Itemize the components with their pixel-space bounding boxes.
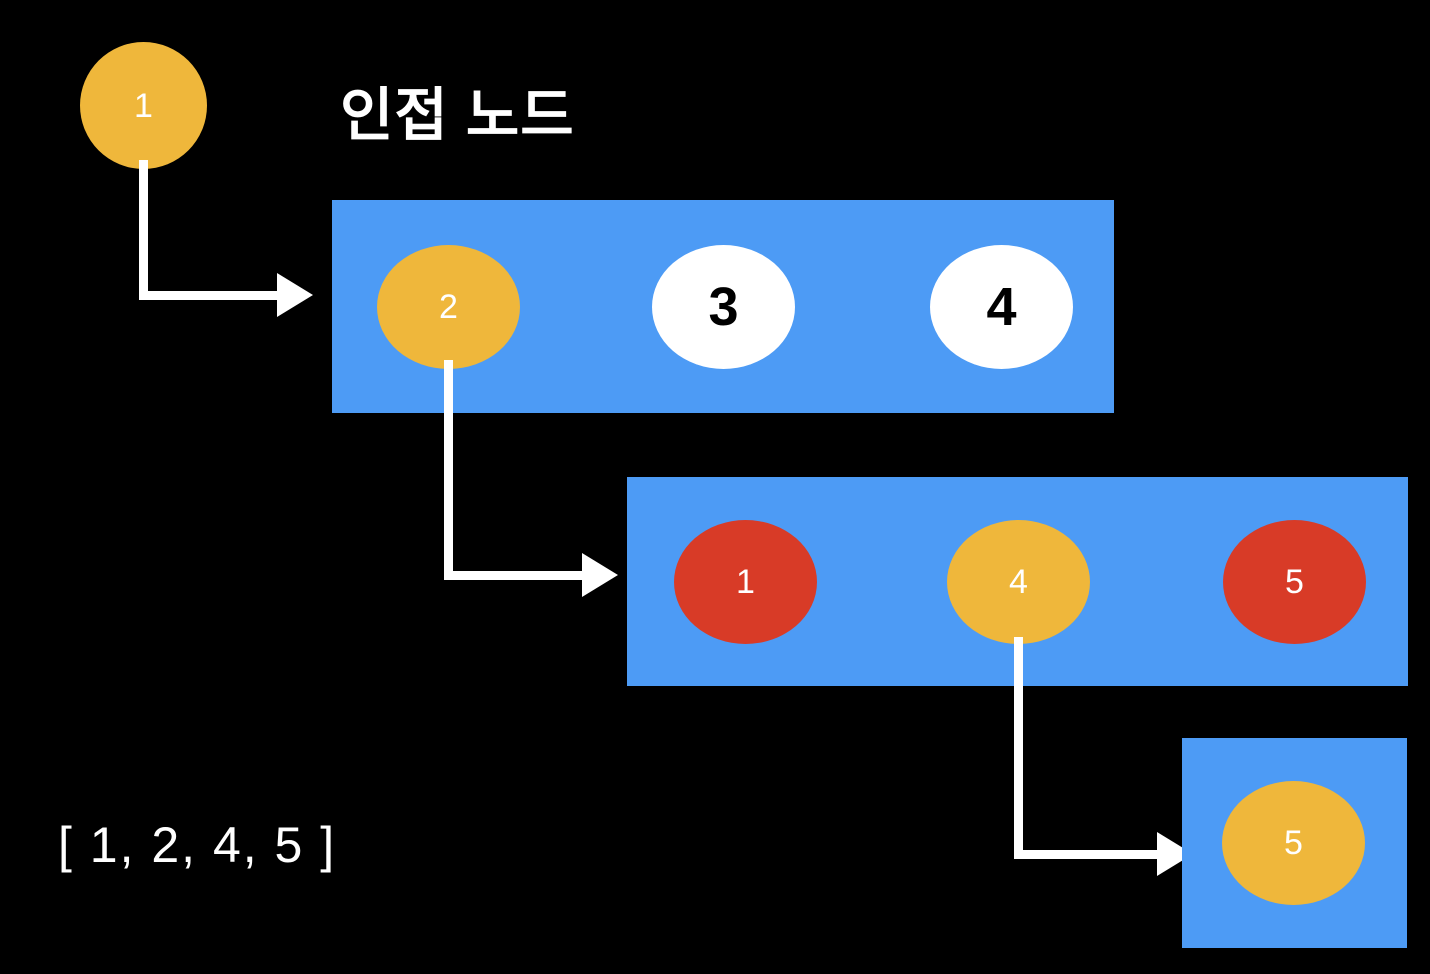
row1-node-4[interactable]: 4 xyxy=(930,245,1073,369)
arrow-segment-vertical xyxy=(139,160,148,300)
arrow-segment-horizontal xyxy=(139,291,279,300)
adjacency-row-1: 2 3 4 xyxy=(332,200,1114,413)
arrow-row1-node2-to-row2 xyxy=(444,360,619,597)
row2-node-1[interactable]: 1 xyxy=(674,520,817,644)
row3-node-5-label: 5 xyxy=(1284,824,1303,862)
start-node-label: 1 xyxy=(134,86,153,125)
row2-node-5[interactable]: 5 xyxy=(1223,520,1366,644)
row3-node-5[interactable]: 5 xyxy=(1222,781,1365,905)
arrow-start-to-row1 xyxy=(139,160,314,317)
arrow-segment-horizontal xyxy=(444,571,584,580)
result-list: [ 1, 2, 4, 5 ] xyxy=(58,817,337,873)
arrow-segment-horizontal xyxy=(1014,850,1159,859)
arrowhead-icon xyxy=(582,553,618,597)
arrow-segment-vertical xyxy=(1014,637,1023,859)
arrowhead-icon xyxy=(277,273,313,317)
adjacency-row-3: 5 xyxy=(1182,738,1407,948)
row2-node-1-label: 1 xyxy=(736,563,755,601)
row1-node-4-label: 4 xyxy=(986,277,1017,337)
page-title: 인접 노드 xyxy=(340,83,575,148)
row1-node-3-label: 3 xyxy=(708,277,739,337)
arrow-segment-vertical xyxy=(444,360,453,580)
row2-node-4[interactable]: 4 xyxy=(947,520,1090,644)
row2-node-5-label: 5 xyxy=(1285,563,1304,601)
row1-node-2-label: 2 xyxy=(439,288,458,326)
start-node-1[interactable]: 1 xyxy=(80,42,207,169)
arrow-row2-node4-to-row3 xyxy=(1014,637,1194,876)
row1-node-2[interactable]: 2 xyxy=(377,245,520,369)
row2-node-4-label: 4 xyxy=(1009,563,1028,601)
row1-node-3[interactable]: 3 xyxy=(652,245,795,369)
